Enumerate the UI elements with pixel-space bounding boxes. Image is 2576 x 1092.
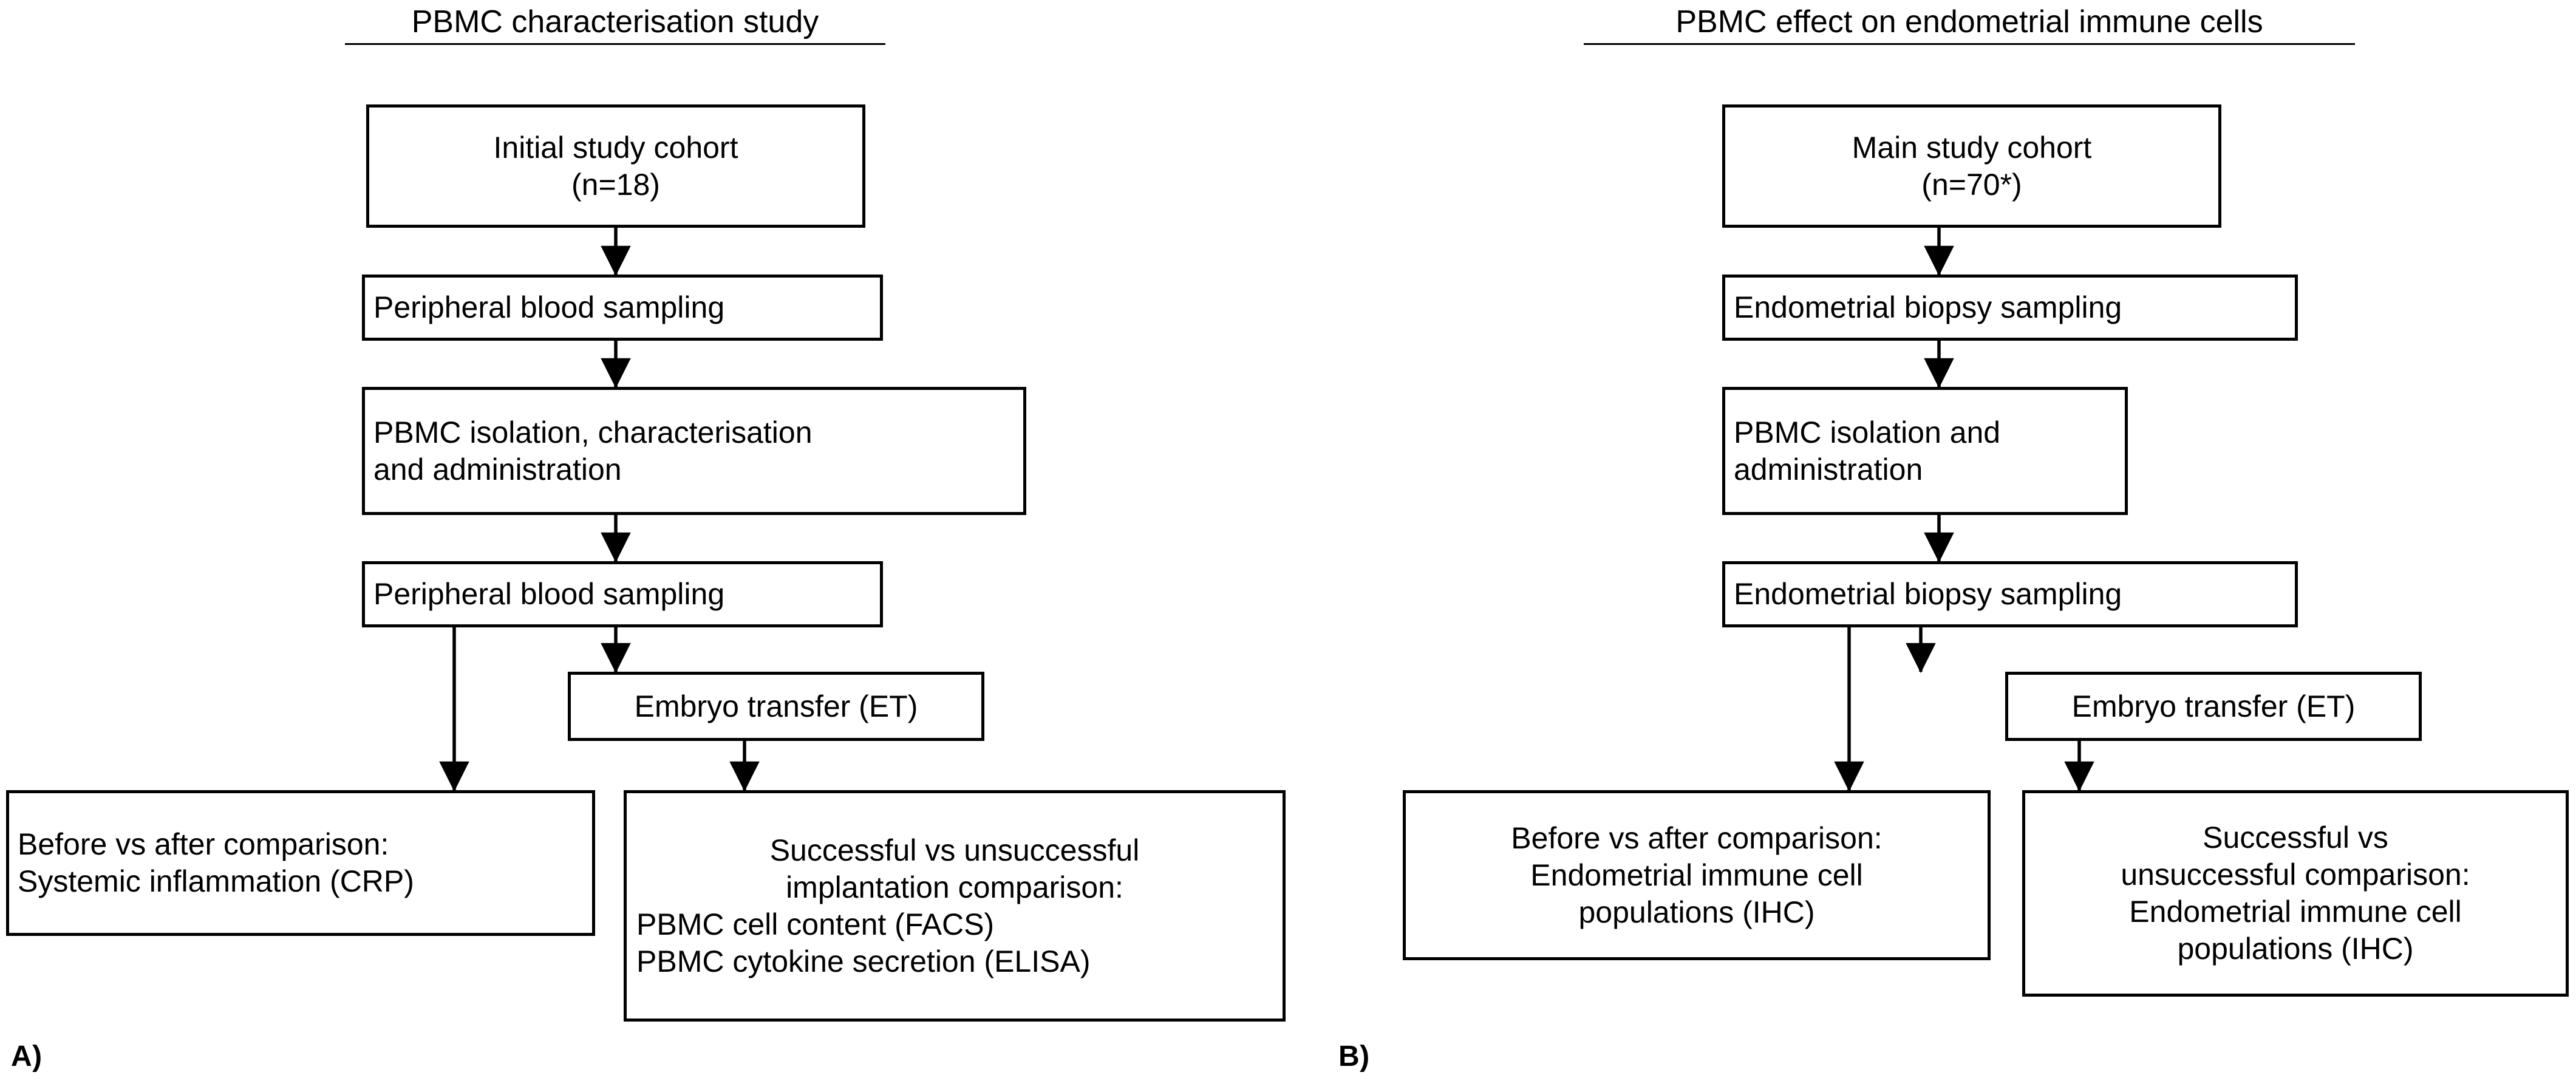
node-line: Embryo transfer (ET) <box>2071 689 2356 723</box>
node-line: (n=18) <box>571 167 660 202</box>
panel-b-label: B) <box>1338 1040 1370 1073</box>
node-line: (n=70*) <box>1921 167 2022 202</box>
node-line: Peripheral blood sampling <box>373 290 725 324</box>
node-line: PBMC cell content (FACS) <box>636 907 995 941</box>
node-line: Before vs after comparison: <box>1511 821 1883 855</box>
node-pbmc-isolation-characterisation: PBMC isolation, characterisation and adm… <box>362 387 1026 515</box>
node-line: Successful vs unsuccessful <box>769 833 1140 867</box>
panel-a-label: A) <box>11 1040 43 1073</box>
node-main-study-cohort: Main study cohort (n=70*) <box>1722 104 2221 228</box>
panel-a-title: PBMC characterisation study <box>345 4 885 46</box>
node-endometrial-biopsy-sampling-1: Endometrial biopsy sampling <box>1722 275 2298 341</box>
node-line: Systemic inflammation (CRP) <box>18 864 414 898</box>
node-peripheral-blood-sampling-1: Peripheral blood sampling <box>362 275 883 341</box>
node-line: Embryo transfer (ET) <box>634 689 918 723</box>
node-outcome-successful-implantation: Successful vs unsuccessful implantation … <box>624 790 1286 1022</box>
node-embryo-transfer-b: Embryo transfer (ET) <box>2005 672 2422 741</box>
node-line: implantation comparison: <box>786 870 1123 904</box>
node-initial-study-cohort: Initial study cohort (n=18) <box>366 104 865 228</box>
node-outcome-before-after-ihc: Before vs after comparison: Endometrial … <box>1403 790 1991 960</box>
node-line: Before vs after comparison: <box>18 827 389 861</box>
panel-b-title: PBMC effect on endometrial immune cells <box>1584 4 2355 46</box>
node-line: PBMC isolation and <box>1734 415 2001 449</box>
node-line: Initial study cohort <box>493 130 738 165</box>
node-line: administration <box>1734 452 1923 486</box>
node-line: Endometrial immune cell <box>1530 858 1863 892</box>
node-line: populations (IHC) <box>1578 895 1815 929</box>
node-line: PBMC cytokine secretion (ELISA) <box>636 944 1091 978</box>
node-pbmc-isolation-administration: PBMC isolation and administration <box>1722 387 2128 515</box>
node-outcome-before-after-crp: Before vs after comparison: Systemic inf… <box>6 790 595 936</box>
node-line: unsuccessful comparison: <box>2121 858 2470 892</box>
node-endometrial-biopsy-sampling-2: Endometrial biopsy sampling <box>1722 561 2298 627</box>
node-line: and administration <box>373 452 622 486</box>
node-outcome-successful-unsuccessful-ihc: Successful vs unsuccessful comparison: E… <box>2022 790 2569 997</box>
node-line: Successful vs <box>2203 821 2388 855</box>
node-line: Main study cohort <box>1852 130 2092 165</box>
node-embryo-transfer-a: Embryo transfer (ET) <box>568 672 984 741</box>
node-line: Endometrial biopsy sampling <box>1734 577 2122 611</box>
node-line: Endometrial immune cell <box>2129 895 2462 929</box>
node-line: populations (IHC) <box>2177 932 2414 966</box>
node-peripheral-blood-sampling-2: Peripheral blood sampling <box>362 561 883 627</box>
node-line: Endometrial biopsy sampling <box>1734 290 2122 324</box>
node-line: PBMC isolation, characterisation <box>373 415 813 449</box>
node-line: Peripheral blood sampling <box>373 577 725 611</box>
